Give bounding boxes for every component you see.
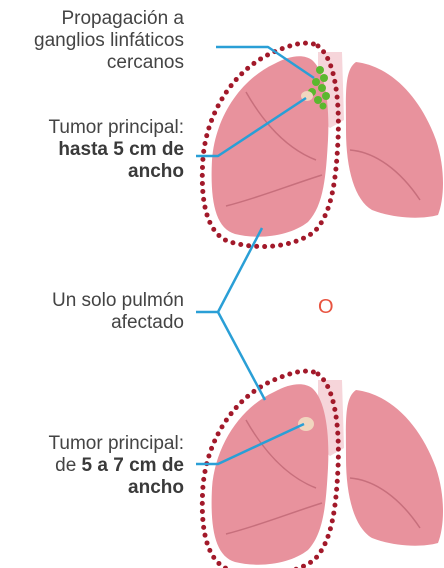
left-lung-top <box>211 56 329 237</box>
or-separator: O <box>318 296 334 318</box>
dotted-outline-top <box>199 40 341 250</box>
tumor-bottom-line2-prefix: de <box>55 455 82 476</box>
tumor-size-top-label: Tumor principal: hasta 5 cm de ancho <box>48 117 184 183</box>
tumor-size-bottom-label: Tumor principal: de 5 a 7 cm de ancho <box>48 433 184 499</box>
callout-line-one-lung <box>196 227 264 314</box>
left-lung-bottom-fissure-2 <box>225 502 323 535</box>
callout-line-one-lung-lower <box>216 311 267 401</box>
right-lung-bottom-fissure <box>349 477 421 529</box>
one-lung-label: Un solo pulmón afectado <box>52 290 184 334</box>
one-lung-line2: afectado <box>111 312 184 333</box>
one-lung-line1: Un solo pulmón <box>51 290 184 311</box>
lymph-spread-line1: Propagación a <box>61 8 184 29</box>
lymph-spread-line3: cercanos <box>106 52 184 73</box>
tumor-bottom-line2-bold: 5 a 7 cm de <box>81 455 184 476</box>
left-lung-bottom <box>211 384 329 565</box>
dotted-outline-bottom <box>199 368 341 568</box>
callout-line-lymph <box>216 45 315 80</box>
right-lung-top <box>345 62 443 218</box>
callout-line-tumor-bottom <box>196 422 305 466</box>
top-lungs <box>199 40 443 250</box>
tumor-bottom-line3: ancho <box>128 477 184 498</box>
tumor-top-line1: Tumor principal: <box>48 117 184 138</box>
callout-line-tumor-top <box>196 96 307 158</box>
lymph-spread-line2: ganglios linfáticos <box>34 30 184 51</box>
tumor-bottom-line1: Tumor principal: <box>48 433 184 454</box>
tumor-top-line2: hasta 5 cm de <box>58 139 184 160</box>
right-lung-top-fissure <box>349 149 421 201</box>
right-lung-bottom <box>345 390 443 546</box>
left-lung-top-fissure-1 <box>245 91 317 161</box>
bottom-lungs <box>199 368 443 568</box>
lymph-spread-label: Propagación a ganglios linfáticos cercan… <box>34 8 184 74</box>
tumor-top-line3: ancho <box>128 161 184 182</box>
tumor-blob-icon-bottom <box>298 417 314 431</box>
left-lung-top-fissure-2 <box>225 174 323 207</box>
left-lung-bottom-fissure-1 <box>245 419 317 489</box>
